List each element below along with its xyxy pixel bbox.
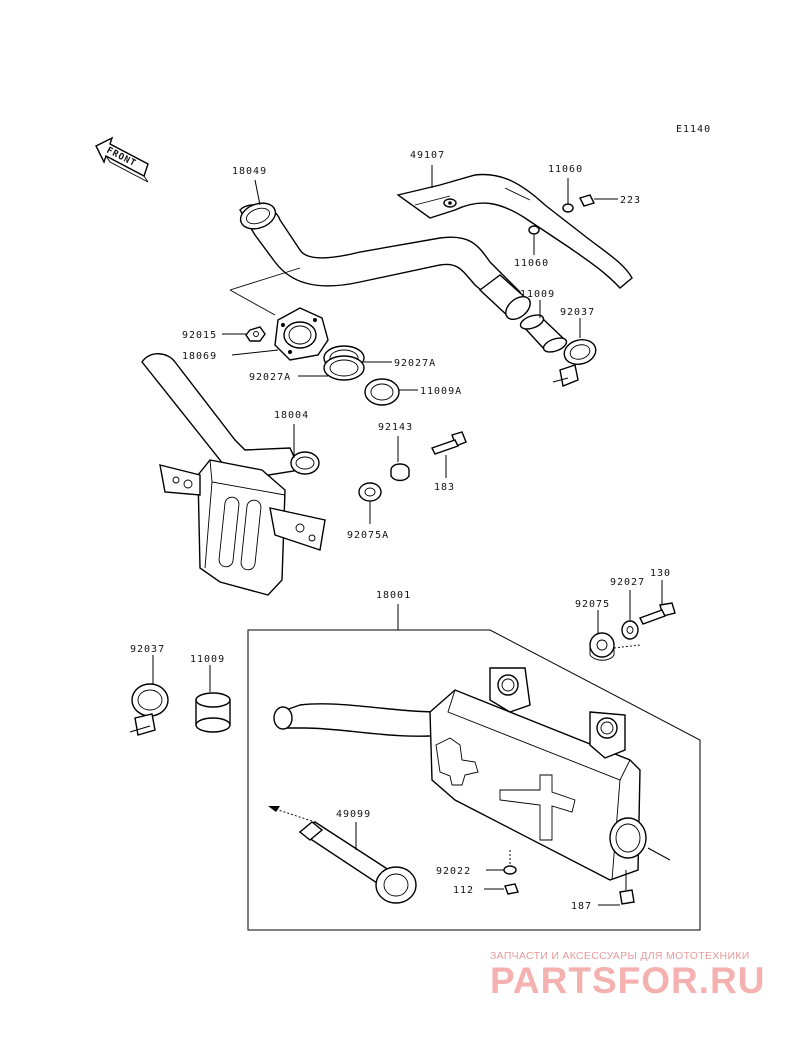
watermark-tagline: ЗАПЧАСТИ И АКСЕССУАРЫ ДЛЯ МОТОТЕХНИКИ	[490, 950, 750, 962]
heat-guard-49107	[396, 173, 633, 289]
clamp-92037-upper	[552, 338, 597, 387]
seal-11009-lower	[195, 692, 231, 733]
seal-11009A	[364, 378, 400, 406]
label-92027: 92027	[610, 577, 645, 588]
label-223: 223	[620, 195, 641, 206]
header-pipe-18049	[239, 202, 531, 321]
label-49107: 49107	[410, 150, 445, 161]
label-183: 183	[434, 482, 455, 493]
collar-92143	[390, 463, 410, 482]
label-92027A-left: 92027A	[249, 372, 291, 383]
label-130: 130	[650, 568, 671, 579]
label-92015: 92015	[182, 330, 217, 341]
label-11009A: 11009A	[420, 386, 462, 397]
gasket-92027A	[323, 345, 365, 381]
muffler-18004	[141, 353, 326, 596]
washer-11060-bottom	[528, 225, 540, 235]
spark-arrestor-49099	[298, 821, 417, 904]
label-11060-top: 11060	[548, 164, 583, 175]
washer-92027	[621, 620, 639, 640]
label-18069: 18069	[182, 351, 217, 362]
grommet-92075A	[358, 482, 382, 502]
bolt-183	[431, 431, 467, 455]
watermark-brand: PARTSFOR.RU	[490, 960, 766, 1001]
label-18001: 18001	[376, 590, 411, 601]
bolt-223	[579, 194, 618, 207]
bolt-112	[504, 883, 519, 895]
label-18049: 18049	[232, 166, 267, 177]
label-11060-bottom: 11060	[514, 258, 549, 269]
label-187: 187	[571, 901, 592, 912]
clamp-92037-lower	[129, 683, 169, 736]
label-92022: 92022	[436, 866, 471, 877]
label-112: 112	[453, 885, 474, 896]
label-92037-lower: 92037	[130, 644, 165, 655]
label-18004: 18004	[274, 410, 309, 421]
seal-11009-upper	[519, 314, 568, 353]
front-arrow-icon: FRONT	[95, 136, 149, 183]
bolt-187	[619, 870, 635, 905]
nut-92015	[245, 326, 266, 342]
flange-18069	[274, 307, 329, 361]
label-92037-upper: 92037	[560, 307, 595, 318]
label-92143: 92143	[378, 422, 413, 433]
label-11009-lower: 11009	[190, 654, 225, 665]
label-49099: 49099	[336, 809, 371, 820]
grommet-92075	[589, 632, 615, 661]
label-92075A: 92075A	[347, 530, 389, 541]
label-92075: 92075	[575, 599, 610, 610]
muffler-18001	[273, 667, 647, 881]
washer-11060-top	[562, 203, 574, 213]
bolt-130	[639, 602, 676, 625]
label-11009-upper: 11009	[520, 289, 555, 300]
label-92027A-right: 92027A	[394, 358, 436, 369]
diagram-code: E1140	[676, 124, 711, 135]
washer-92022	[503, 865, 517, 875]
assembly-frame-18001	[247, 629, 701, 931]
